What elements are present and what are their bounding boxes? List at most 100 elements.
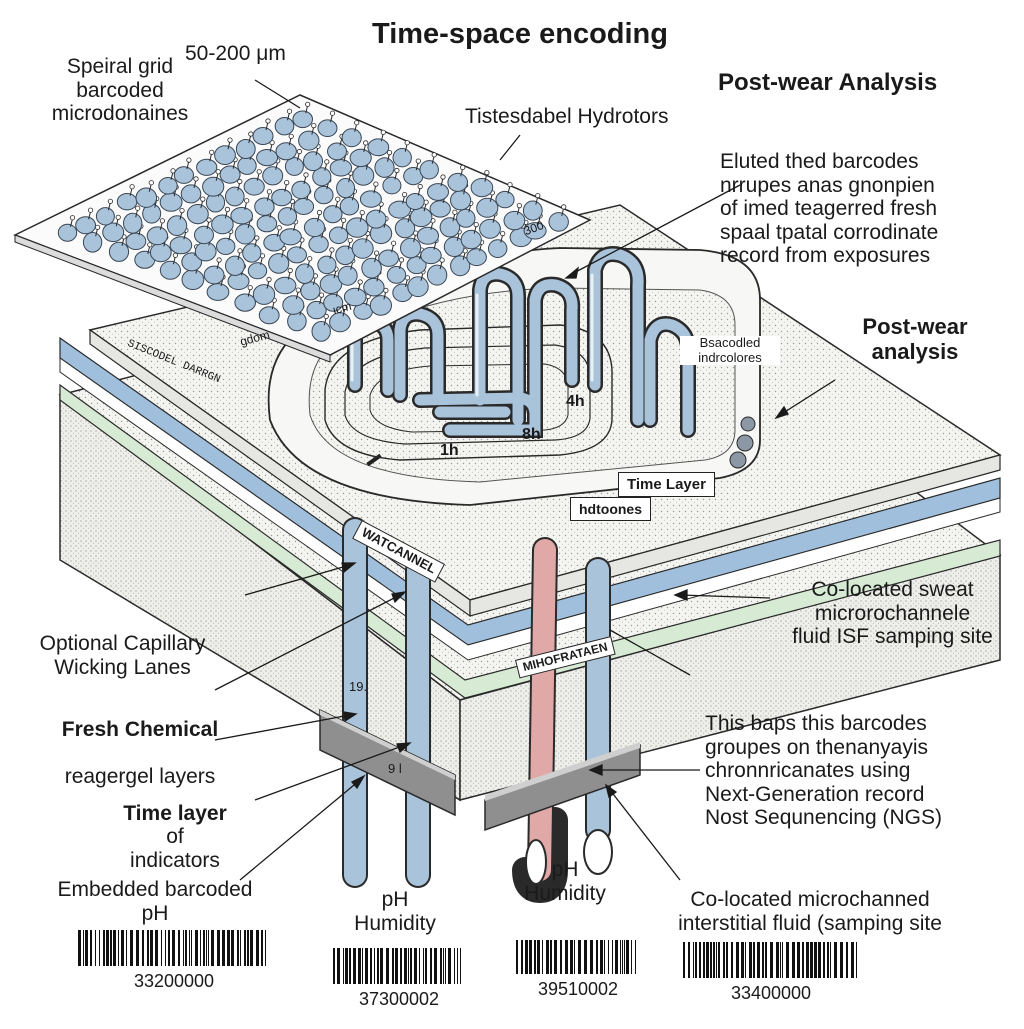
microdomain-blob xyxy=(339,196,360,216)
microdomain-blob xyxy=(216,237,236,255)
microdomain-blob xyxy=(196,158,218,176)
barcode-stripe xyxy=(782,942,783,978)
microdomain-blob xyxy=(351,238,374,259)
microdomain-blob xyxy=(194,225,214,245)
microdomain-blob xyxy=(108,241,130,262)
microdomain-blob xyxy=(225,186,245,207)
microdomain-blob xyxy=(374,157,395,178)
barcode-stripe xyxy=(525,940,528,974)
microdomain-blob xyxy=(159,260,181,280)
microdomain-blob xyxy=(337,265,358,286)
microdomain-blob xyxy=(284,157,304,176)
time-layer-rest: of indicators xyxy=(130,825,220,872)
barcode-stripe xyxy=(624,940,625,974)
barcode-stripe xyxy=(806,942,809,978)
microdomain-blob xyxy=(275,142,297,161)
microdomain-knob xyxy=(237,248,243,254)
microdomain-knob xyxy=(147,242,153,248)
barcode-stripe xyxy=(400,948,402,984)
barcode-stripe xyxy=(211,930,214,966)
barcode-bars xyxy=(333,948,461,984)
barcode-stripe xyxy=(265,930,266,966)
microdomain-blob xyxy=(352,165,375,186)
spiral-grid-label: Speiral grid barcoded microdonaines xyxy=(51,55,189,126)
barcode-stripe xyxy=(718,942,720,978)
microdomain-blob xyxy=(349,148,372,168)
barcode-number: 37300002 xyxy=(358,989,440,1009)
microdomain-blob xyxy=(180,184,202,204)
microdomain-blob xyxy=(327,142,347,161)
barcode-stripe xyxy=(578,940,581,974)
microdomain-knob xyxy=(561,204,567,210)
barcode-stripe xyxy=(165,930,166,966)
microdomain-blob xyxy=(282,295,305,315)
time-4h-label: 4h xyxy=(566,393,585,410)
barcode-stripe xyxy=(560,940,562,974)
barcode-stripe xyxy=(802,942,804,978)
microdomain-blob xyxy=(292,110,314,129)
barcode-stripe xyxy=(457,948,458,984)
barcode-stripe xyxy=(195,930,198,966)
microdomain-knob xyxy=(296,148,302,155)
barcode-stripe xyxy=(227,930,230,966)
microdomain-blob xyxy=(82,232,103,253)
microdomain-blob xyxy=(230,207,253,225)
microdomain-blob xyxy=(287,311,307,332)
microdomain-knob xyxy=(266,276,272,283)
microdomain-blob xyxy=(466,248,487,267)
barcode-stripe xyxy=(250,930,253,966)
microdomain-blob xyxy=(300,281,321,301)
microdomain-blob xyxy=(345,217,369,238)
microdomain-knob xyxy=(115,214,121,220)
microdomain-blob xyxy=(470,178,494,198)
microdomain-blob xyxy=(159,192,183,212)
microdomain-blob xyxy=(277,207,298,226)
interstitial-label: Co-located microchanned interstitial flu… xyxy=(678,888,942,935)
microdomain-knob xyxy=(88,207,94,213)
barcode-stripe xyxy=(713,942,715,978)
barcode-stripe xyxy=(600,940,603,974)
microdomain-knob xyxy=(129,184,135,190)
barcode-stripe xyxy=(78,930,81,966)
microdomain-knob xyxy=(276,225,282,231)
microdomain-blob xyxy=(476,197,499,218)
barcode-stripe xyxy=(631,940,632,974)
barcode-1: 33200000 xyxy=(78,930,270,991)
barcode-stripe xyxy=(237,930,239,966)
barcode-stripe xyxy=(395,948,398,984)
microdomain-knob xyxy=(284,180,290,186)
barcode-stripe xyxy=(537,940,540,974)
microdomain-blob xyxy=(317,119,338,137)
barcode-stripe xyxy=(695,942,697,978)
microdomain-blob xyxy=(258,306,280,325)
microdomain-knob xyxy=(431,152,437,158)
microdomain-blob xyxy=(329,159,353,177)
barcode-stripe xyxy=(410,948,412,984)
microdomain-knob xyxy=(357,279,363,285)
barcode-stripe xyxy=(550,940,552,974)
barcode-stripe xyxy=(749,942,752,978)
microdomain-blob xyxy=(181,252,203,272)
barcode-stripe xyxy=(716,942,717,978)
barcode-stripe xyxy=(244,930,246,966)
barcode-stripe xyxy=(574,940,575,974)
microdomain-knob xyxy=(244,198,250,204)
barcode-number: 39510002 xyxy=(537,979,619,999)
microdomain-blob xyxy=(225,255,245,276)
microdomain-knob xyxy=(159,218,165,224)
microdomain-blob xyxy=(247,262,268,280)
microdomain-blob xyxy=(116,193,138,211)
barcode-stripe xyxy=(121,930,124,966)
microdomain-blob xyxy=(306,300,327,320)
ph-humidity-label-2: pH Humidity xyxy=(524,858,606,905)
microdomain-knob xyxy=(347,237,353,243)
barcode-stripe xyxy=(345,948,348,984)
barcode-stripe xyxy=(240,930,241,966)
barcode-stripe xyxy=(612,940,613,974)
hydrotors-label: Tistesdabel Hydrotors xyxy=(465,105,669,128)
microdomain-blob xyxy=(311,321,331,342)
microdomain-knob xyxy=(107,198,114,204)
barcode-stripe xyxy=(386,948,389,984)
microdomain-knob xyxy=(316,209,323,216)
